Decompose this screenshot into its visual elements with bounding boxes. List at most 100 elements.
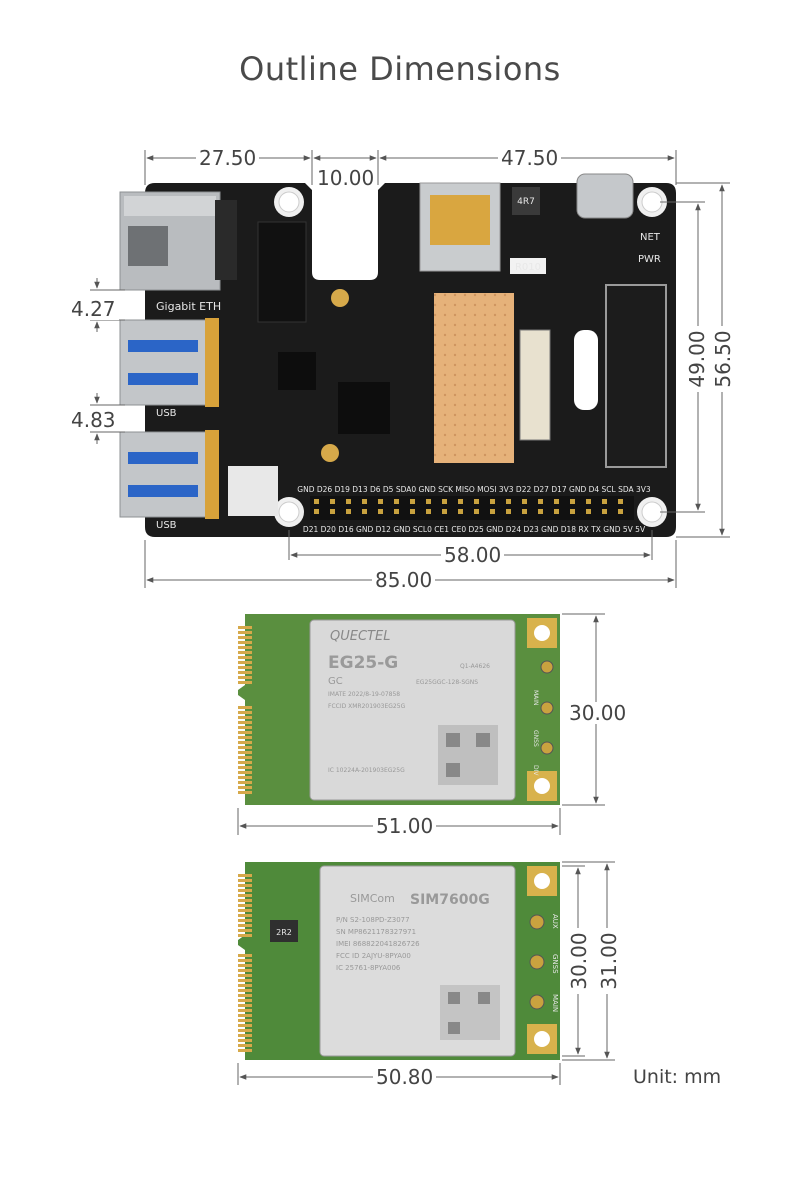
gpio-pin: [490, 509, 495, 514]
edge-finger: [238, 721, 252, 724]
gpio-pin: [618, 509, 623, 514]
mount-hole: [274, 497, 304, 527]
gpio-pin: [538, 509, 543, 514]
dim-top-left: 27.50: [196, 147, 260, 169]
gpio-pin: [330, 509, 335, 514]
mount-hole: [274, 187, 304, 217]
edge-finger: [238, 1029, 252, 1032]
edge-finger: [238, 989, 252, 992]
gpio-pin: [522, 509, 527, 514]
edge-finger: [238, 636, 252, 639]
gpio-pin: [586, 509, 591, 514]
edge-finger: [238, 894, 252, 897]
edge-finger: [238, 776, 252, 779]
gpio-pin: [458, 499, 463, 504]
inductor-label: 4R7: [517, 197, 535, 207]
edge-finger: [238, 1009, 252, 1012]
antenna-connector: [529, 954, 545, 970]
gpio-pin: [362, 509, 367, 514]
gpio-bottom-labels: D21 D20 D16 GND D12 GND SCL0 CE1 CE0 D25…: [303, 525, 646, 534]
dim-board-width: 85.00: [372, 569, 436, 591]
usb-port: [119, 318, 219, 407]
gpio-pin: [314, 509, 319, 514]
dim-module2-inner-height: 30.00: [567, 928, 591, 994]
edge-finger: [238, 899, 252, 902]
edge-finger: [238, 919, 252, 922]
dim-module1-height: 30.00: [566, 702, 630, 724]
edge-finger: [238, 751, 252, 754]
edge-finger: [238, 974, 252, 977]
edge-finger: [238, 979, 252, 982]
gpio-pin: [410, 499, 415, 504]
edge-finger: [238, 889, 252, 892]
edge-finger: [238, 999, 252, 1002]
gnss-antenna-label: GNSS: [532, 730, 539, 747]
gpio-pin: [394, 499, 399, 504]
module-line: FCC ID 2AJYU-8PYA00: [336, 952, 411, 960]
module-model: EG25-G: [328, 653, 398, 673]
gpio-pin: [330, 499, 335, 504]
gpio-pin: [570, 499, 575, 504]
resistor-label: R010: [515, 262, 541, 273]
edge-finger: [238, 964, 252, 967]
edge-finger: [238, 879, 252, 882]
antenna-connector: [540, 701, 554, 715]
inductor: [270, 920, 298, 942]
dim-hole-height: 49.00: [685, 326, 709, 392]
dim-hole-span: 58.00: [441, 544, 505, 566]
gpio-pin: [378, 509, 383, 514]
edge-finger: [238, 711, 252, 714]
edge-finger: [238, 761, 252, 764]
gpio-pin: [602, 509, 607, 514]
dim-top-right: 47.50: [498, 147, 562, 169]
transformer-chip: [257, 221, 307, 323]
module-line: IMEI 868822041826726: [336, 940, 420, 948]
gpio-pin: [314, 499, 319, 504]
main-antenna-label: MAIN: [532, 690, 539, 706]
edge-finger: [238, 756, 252, 759]
edge-finger: [238, 969, 252, 972]
edge-finger: [238, 884, 252, 887]
inductor: [512, 187, 540, 215]
edge-finger: [238, 1024, 252, 1027]
edge-finger: [238, 666, 252, 669]
module-line: Q1-A4626: [460, 663, 490, 670]
edge-finger: [238, 731, 252, 734]
gpio-pin: [426, 499, 431, 504]
gpio-pin: [394, 509, 399, 514]
gold-pad: [434, 293, 514, 463]
module-line: SN MP8621178327971: [336, 928, 416, 936]
usb-label: USB: [156, 520, 177, 531]
edge-finger: [238, 924, 252, 927]
edge-finger: [238, 631, 252, 634]
hat-board: R010 4R7 GND D26 D19 D13 D6 D5 SDA0 GND …: [119, 173, 676, 537]
edge-finger: [238, 726, 252, 729]
edge-finger: [238, 786, 252, 789]
gpio-pin: [538, 499, 543, 504]
gpio-pin: [522, 499, 527, 504]
gpio-pin: [442, 499, 447, 504]
gpio-pin: [602, 499, 607, 504]
edge-finger: [238, 994, 252, 997]
gpio-pin: [458, 509, 463, 514]
gpio-pin: [474, 509, 479, 514]
edge-finger: [238, 874, 252, 877]
edge-finger: [238, 671, 252, 674]
edge-finger: [238, 929, 252, 932]
gpio-pin: [554, 509, 559, 514]
gpio-pin: [346, 509, 351, 514]
edge-finger: [238, 1049, 252, 1052]
gpio-pin: [362, 499, 367, 504]
edge-finger: [238, 766, 252, 769]
hub-chip: [278, 352, 316, 390]
edge-finger: [238, 1039, 252, 1042]
eth-label: Gigabit ETH: [156, 300, 221, 313]
gpio-pin: [474, 499, 479, 504]
module-line: P/N S2-108PD-Z3077: [336, 916, 410, 924]
antenna-connector: [540, 660, 554, 674]
main-antenna-label: MAIN: [551, 994, 559, 1012]
edge-finger: [238, 791, 252, 794]
dim-module2-width: 50.80: [373, 1066, 437, 1088]
standoff: [331, 289, 349, 307]
gpio-pin: [570, 509, 575, 514]
